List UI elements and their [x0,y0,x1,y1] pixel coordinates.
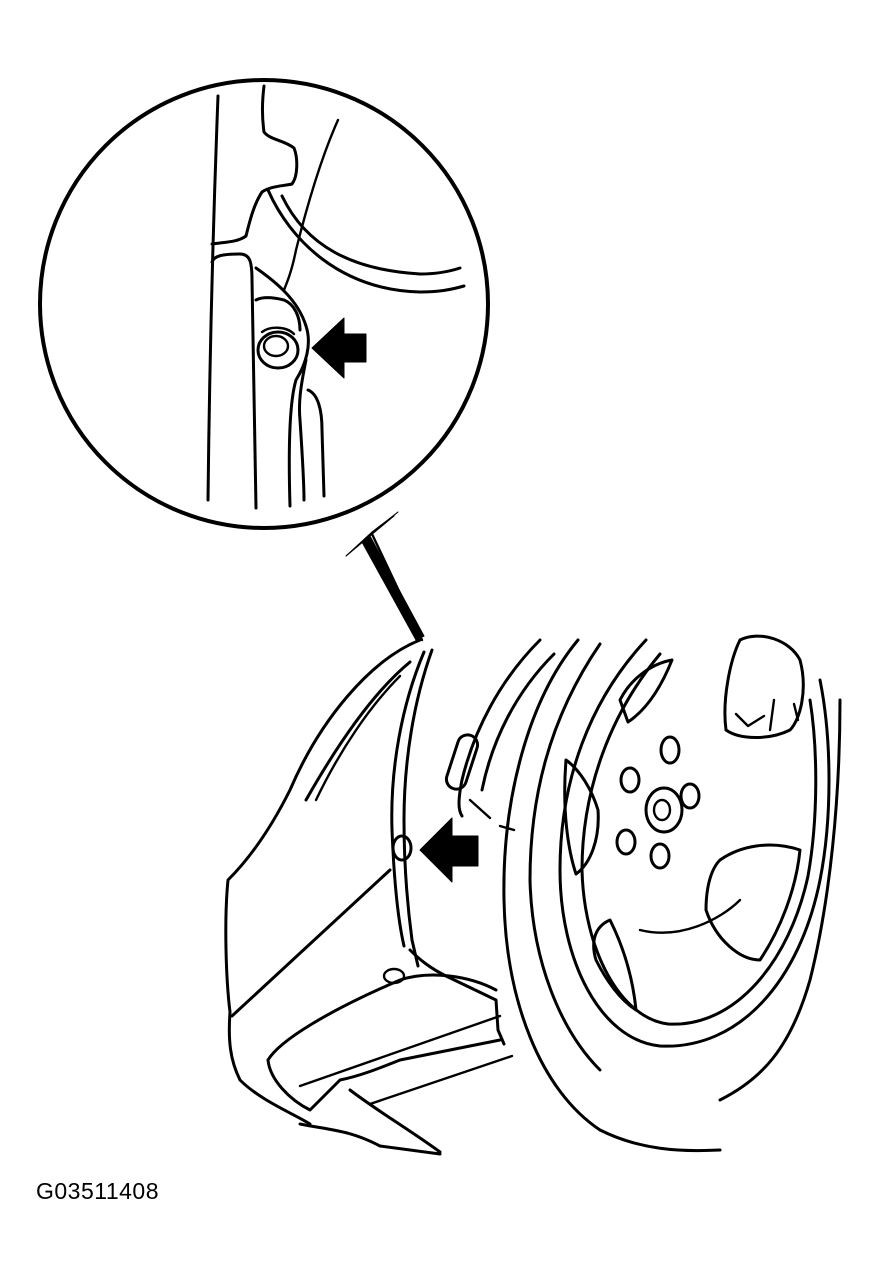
wheel-spoke-detail [734,698,800,732]
detail-panel-top-step [210,84,299,246]
clip-location [391,834,413,862]
tire-tread-right [718,698,842,1102]
detail-panel-edge-left [206,94,220,502]
lug-nut-upper-left [619,766,641,794]
tire-sidewall-edge [528,642,602,1072]
detail-magnified-view [38,78,490,530]
wheel-spoke-right [704,843,802,962]
figure-code-label: G03511408 [36,1178,160,1204]
rocker-lower [266,1038,502,1112]
rocker-upper [266,973,498,1062]
rocker-front-line [408,948,506,1046]
tire-outer-edge [502,638,722,1153]
wheel-hub-center [652,798,672,822]
detail-pointer-arrow [311,317,367,379]
clip-pointer-arrow [419,817,479,883]
detail-panel-flange [210,252,258,510]
fender-crease-line-2 [314,674,402,802]
rim-inner-edge [580,652,818,1026]
sill-lower-edge [298,1088,442,1156]
wheel-arch-edge-inner [390,650,426,948]
rim-outer-edge [558,638,831,1048]
detail-fender-arc-outer [266,188,466,294]
rocker-step-line [298,1014,502,1088]
detail-clip-cavity [254,296,302,332]
lug-nut-top [659,735,681,765]
fender-liner-edge [457,638,542,818]
fender-liner-slot [444,733,480,791]
detail-clip-inner [262,334,290,358]
detail-fender-crease [282,118,340,292]
sill-edge-2 [368,1054,514,1106]
fender-liner-edge-2 [480,652,556,792]
wheel-arch-edge-outer [402,648,434,968]
lug-nut-upper-right [679,782,701,810]
wheel-hub [644,786,684,834]
detail-liner-edge-3 [306,388,326,498]
fender-crease-line [304,660,412,802]
lug-nut-lower-right [649,842,671,870]
wheel-spoke-top-left [618,658,674,724]
vehicle-fender-area [224,638,556,1156]
wheel-spoke-left [563,758,600,876]
lug-nut-lower-left [615,828,637,856]
wheel-spoke-top-right [723,634,805,739]
bumper-lower-edge [227,1010,312,1126]
detail-clip-head [256,330,300,370]
front-wheel [502,634,842,1153]
wheel-spoke-right-edge [638,898,742,934]
fender-outline [224,638,422,1014]
detail-circle-border [38,78,490,530]
leader-arrow [345,511,425,642]
wheel-spoke-bottom [592,918,638,1012]
bumper-corner-line [230,868,392,1018]
detail-clip-ring [260,326,296,336]
detail-liner-edge-2 [298,358,308,502]
